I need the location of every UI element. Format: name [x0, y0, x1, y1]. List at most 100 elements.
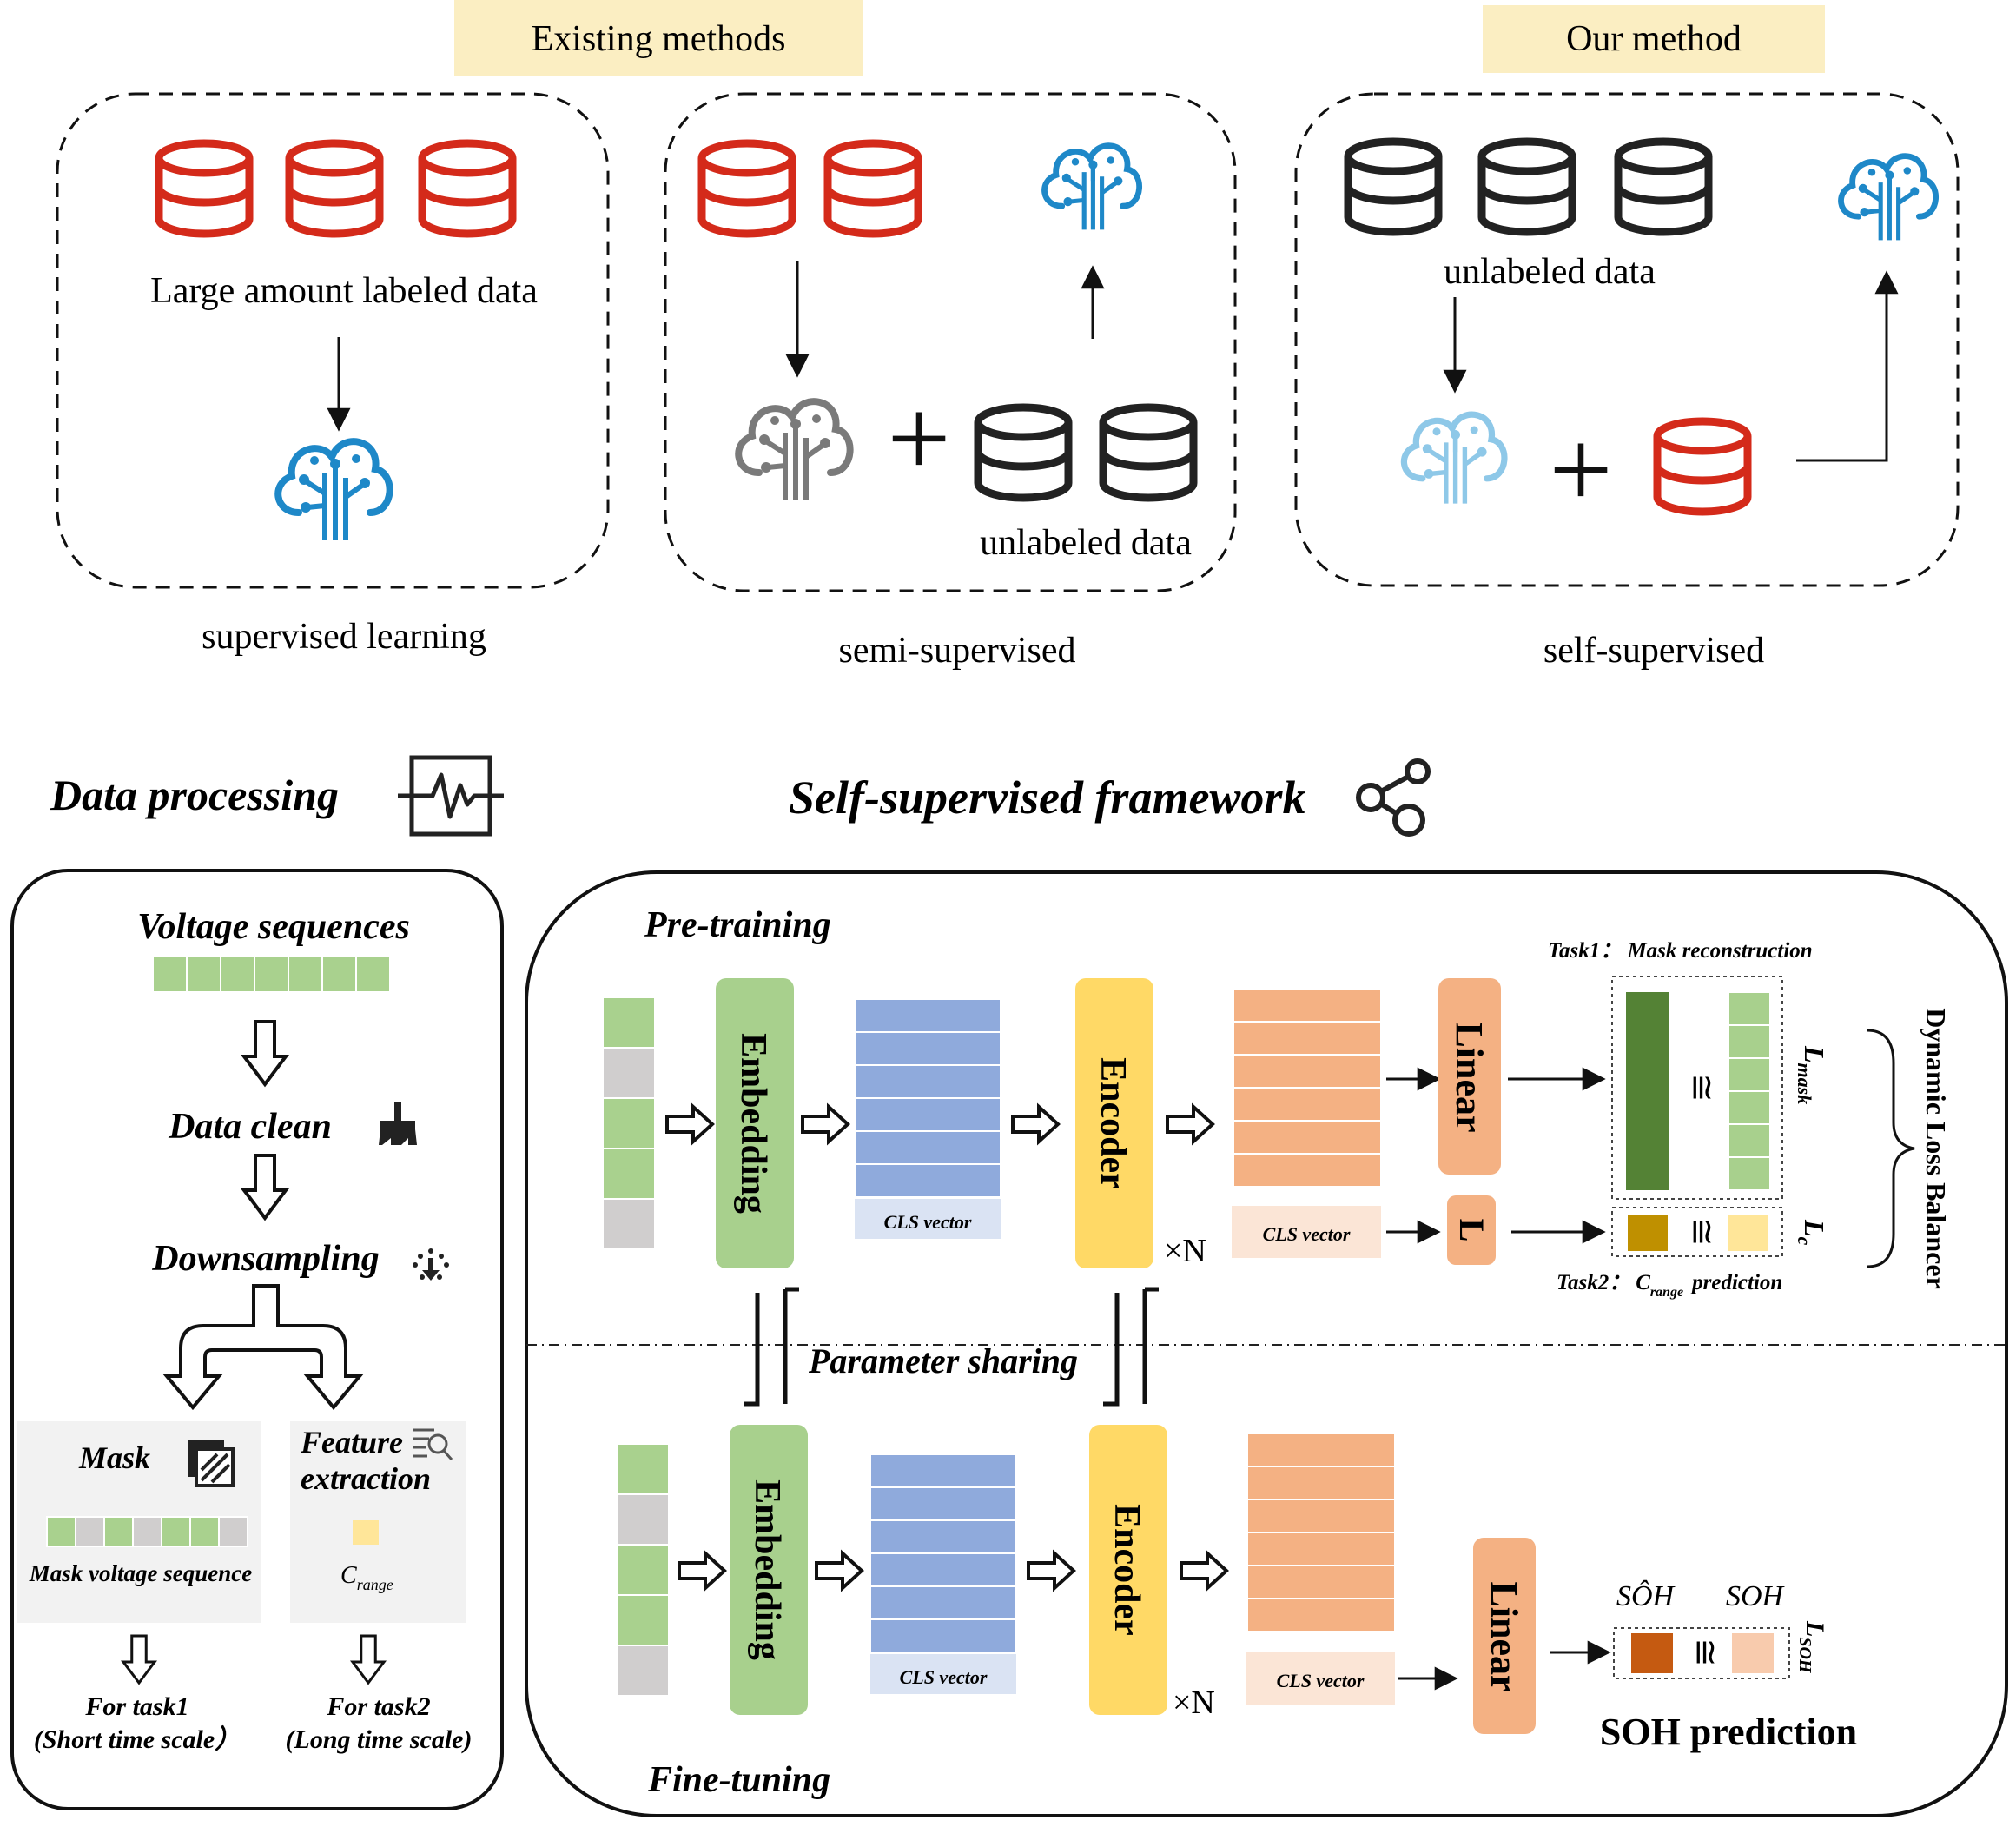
- approx-symbol: ≅: [1682, 1217, 1722, 1247]
- hollow-arrow-right: [665, 1105, 714, 1143]
- hollow-arrow-down: [242, 1154, 288, 1220]
- sequence-cell: [220, 955, 255, 993]
- labeled-database-icon: [1657, 421, 1748, 512]
- hollow-arrow-down: [351, 1634, 386, 1685]
- token-cell: [616, 1493, 670, 1546]
- waveform-icon: [398, 755, 504, 837]
- input-token-column: [602, 996, 656, 1250]
- sequence-cell: [321, 955, 357, 993]
- model-cloud-icon: [1404, 414, 1504, 503]
- cls-head-label: L: [1452, 1219, 1491, 1242]
- embedding-output-stack: [869, 1453, 1017, 1653]
- repeat-n-label: ×N: [1164, 1233, 1206, 1269]
- embedding-output-stack: [854, 998, 1001, 1198]
- framework-title: Self-supervised framework: [789, 771, 1305, 824]
- sequence-cell: [186, 955, 221, 993]
- hollow-arrow-right: [678, 1552, 726, 1590]
- encoder-block: [1089, 1425, 1167, 1715]
- embedding-row: [869, 1552, 1017, 1587]
- embedding-row: [869, 1486, 1017, 1521]
- token-cell: [602, 1198, 656, 1250]
- voltage-sequences-label: Voltage sequences: [137, 907, 410, 947]
- semi-supervised-caption: semi-supervised: [839, 631, 1076, 671]
- token-cell: [602, 1047, 656, 1099]
- cls-vector-label: CLS vector: [884, 1211, 972, 1233]
- unlabeled-data-label: unlabeled data: [980, 523, 1192, 563]
- unlabeled-data-label: unlabeled data: [1444, 252, 1656, 292]
- finetuning-label: Fine-tuning: [647, 1760, 830, 1800]
- token-cell: [602, 1148, 656, 1200]
- embedding-row: [854, 1163, 1001, 1198]
- hidden-row: [1233, 1153, 1382, 1188]
- embedding-row: [869, 1453, 1017, 1488]
- task2-scale-label: (Long time scale): [286, 1725, 473, 1754]
- soh-prediction-label: SOH prediction: [1600, 1711, 1857, 1753]
- hidden-row: [1233, 1054, 1382, 1089]
- cls-vector-label: CLS vector: [1263, 1223, 1351, 1245]
- supervised-panel: [56, 92, 610, 589]
- linear-head-block: [1438, 978, 1501, 1175]
- sequence-cell: [103, 1516, 134, 1547]
- embedding-block: [716, 978, 794, 1268]
- input-token-column: [616, 1443, 670, 1697]
- hidden-row: [1246, 1466, 1396, 1500]
- token-cell: [616, 1544, 670, 1596]
- crange-label: Crange: [340, 1562, 393, 1593]
- downsample-icon: [413, 1248, 449, 1281]
- mask-sequence-bar: [46, 1516, 248, 1547]
- model-cloud-icon: [738, 401, 849, 500]
- hidden-row: [1233, 1021, 1382, 1056]
- sequence-cell: [161, 1516, 191, 1547]
- cls-vector-block: [855, 1199, 1001, 1239]
- parameter-sharing-label: Parameter sharing: [808, 1341, 1078, 1380]
- extraction-label: extraction: [301, 1461, 431, 1496]
- parameter-sharing-symbol: [744, 1287, 1159, 1407]
- hollow-arrow-right: [815, 1552, 863, 1590]
- sequence-cell: [189, 1516, 220, 1547]
- soh-hat-label: SÔH: [1616, 1579, 1676, 1612]
- hollow-arrow-down: [242, 1020, 288, 1086]
- embedding-row: [869, 1618, 1017, 1653]
- mask-loss-label: Lmask: [1794, 1045, 1830, 1104]
- share-icon: [1356, 758, 1431, 837]
- embedding-row: [854, 1097, 1001, 1132]
- token-cell: [616, 1645, 670, 1697]
- sequence-cell: [254, 955, 289, 993]
- token-cell: [602, 996, 656, 1049]
- hollow-arrow-right: [1180, 1552, 1228, 1590]
- embedding-row: [854, 1130, 1001, 1165]
- soh-prediction-square: [1631, 1633, 1673, 1673]
- existing-methods-highlight: [454, 0, 863, 76]
- flow-arrow: [1796, 270, 1899, 462]
- hollow-arrow-right: [801, 1105, 849, 1143]
- target-cell: [1728, 1156, 1771, 1191]
- masked-prediction-column: [1626, 992, 1669, 1190]
- task2-frame: [1611, 1207, 1783, 1257]
- plus-sign: +: [887, 376, 950, 501]
- sequence-cell: [218, 1516, 248, 1547]
- labeled-database-icon: [422, 143, 512, 234]
- hidden-row: [1246, 1499, 1396, 1533]
- embedding-row: [869, 1585, 1017, 1620]
- existing-methods-header: Existing methods: [532, 19, 786, 59]
- voltage-sequence-bar: [152, 955, 391, 993]
- labeled-database-icon: [702, 143, 792, 234]
- crange-loss-label: Lc: [1794, 1219, 1830, 1246]
- hidden-row: [1246, 1598, 1396, 1632]
- hollow-arrow-right: [1027, 1552, 1075, 1590]
- task1-frame: [1611, 976, 1783, 1200]
- target-cell: [1728, 991, 1771, 1026]
- unlabeled-database-icon: [1482, 142, 1572, 232]
- cls-head-block: [1447, 1195, 1496, 1265]
- cls-vector-label: CLS vector: [1277, 1670, 1365, 1691]
- embedding-row: [854, 1031, 1001, 1066]
- dynamic-loss-balancer-label: Dynamic Loss Balancer: [1920, 1008, 1952, 1289]
- unlabeled-database-icon: [1348, 142, 1438, 232]
- embedding-label: Embedding: [733, 1033, 773, 1214]
- target-cell: [1728, 1024, 1771, 1059]
- downsampling-label: Downsampling: [151, 1239, 379, 1279]
- model-cloud-icon: [278, 441, 389, 540]
- pretraining-label: Pre-training: [644, 905, 831, 945]
